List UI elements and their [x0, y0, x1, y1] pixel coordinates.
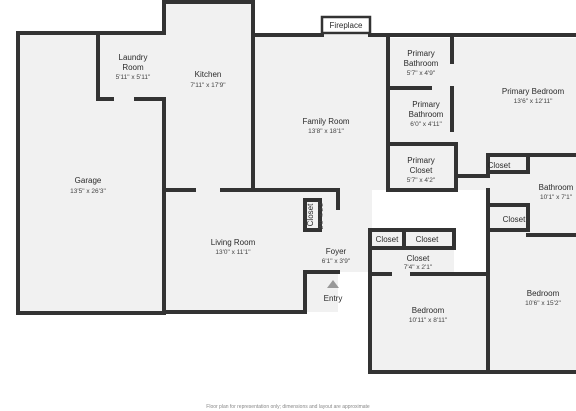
fireplace: Fireplace [320, 15, 372, 35]
room-name-pcloset: Primary [407, 156, 435, 165]
room-name-pbath2-2: Bathroom [409, 110, 444, 119]
room-name-laundry-2: Room [122, 63, 144, 72]
room-name-pbath1-2: Bathroom [404, 59, 439, 68]
room-name-closet-f: Closet [416, 235, 439, 244]
room-name-pcloset-2: Closet [410, 166, 433, 175]
room-name-closet-b: Closet [488, 161, 511, 170]
room-name-bed3: Bedroom [527, 289, 560, 298]
room-dim-bath: 10'1" x 7'1" [540, 194, 573, 201]
room-dim-bed3: 10'6" x 15'2" [525, 300, 561, 307]
room-name-kitchen: Kitchen [195, 70, 222, 79]
room-dim-foyer: 6'1" x 3'9" [322, 258, 351, 265]
room-dim-pbed: 13'6" x 12'11" [514, 98, 553, 105]
room-dim-family: 13'8" x 18'1" [308, 128, 344, 135]
room-name-closet-a: Closet [306, 203, 315, 226]
room-name-pbath1: Primary [407, 49, 435, 58]
room-name-closet-c: Closet [503, 215, 526, 224]
room-name-family: Family Room [302, 117, 349, 126]
entry-marker: Entry [324, 280, 343, 303]
room-name-garage: Garage [75, 176, 102, 185]
room-fills [18, 2, 576, 372]
room-name-bed2: Bedroom [412, 306, 445, 315]
room-name-closet-d: Closet [407, 254, 430, 263]
room-dim-pbath1: 5'7" x 4'9" [407, 70, 436, 77]
room-name-foyer: Foyer [326, 247, 347, 256]
room-name-bath: Bathroom [539, 183, 574, 192]
room-labels: Garage 13'5" x 26'3" Laundry Room 5'11" … [70, 49, 574, 324]
room-name-pbath2: Primary [412, 100, 440, 109]
footer-caption: Floor plan for representation only; dime… [206, 404, 370, 410]
room-dim-kitchen: 7'11" x 17'9" [190, 82, 226, 89]
room-dim-pbath2: 6'0" x 4'11" [410, 121, 442, 128]
room-dim-closet-d: 7'4" x 2'1" [404, 264, 433, 271]
entry-label: Entry [324, 294, 343, 303]
room-dim-living: 13'0" x 11'1" [215, 249, 251, 256]
fireplace-label: Fireplace [330, 21, 363, 30]
walls [16, 0, 576, 374]
room-dim-laundry: 5'11" x 5'11" [116, 74, 151, 81]
room-name-living: Living Room [211, 238, 256, 247]
room-dim-pcloset: 5'7" x 4'2" [407, 177, 436, 184]
room-dim-garage: 13'5" x 26'3" [70, 188, 106, 195]
room-name-laundry: Laundry [119, 53, 148, 62]
room-name-pbed: Primary Bedroom [502, 87, 565, 96]
room-name-closet-e: Closet [376, 235, 399, 244]
entry-arrow-icon [327, 280, 339, 288]
room-dim-bed2: 10'11" x 8'11" [409, 317, 448, 324]
room-dim-closet-a: 2'0" x 3'3" [318, 200, 325, 229]
